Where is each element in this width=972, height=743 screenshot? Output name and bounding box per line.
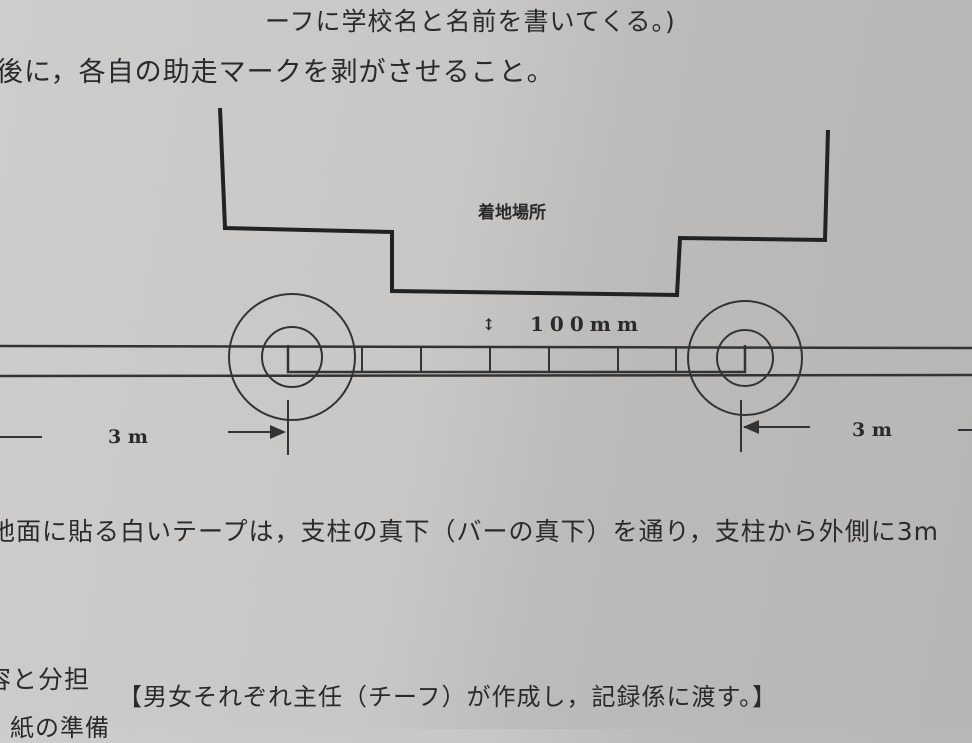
left-post-inner-circle: [261, 326, 323, 388]
right-post-inner-circle: [716, 329, 774, 387]
gap-label: 100mm: [530, 312, 644, 336]
bar-strip: [286, 345, 747, 374]
gap-arrow-icon: ↕: [482, 315, 495, 334]
left-distance-label: 3 m: [108, 426, 148, 448]
text-line-6: 紙の準備: [10, 714, 110, 742]
right-post-outer-circle: [687, 300, 803, 416]
right-arrowhead-icon: [743, 420, 759, 434]
left-post-outer-circle: [228, 293, 356, 421]
text-line-4: 容と分担: [0, 665, 91, 694]
landing-area-label: 着地場所: [477, 202, 546, 223]
text-line-5: 【男女それぞれ主任（チーフ）が作成し，記録係に渡す。】: [118, 683, 778, 711]
tape-line-bottom: [0, 373, 972, 378]
tape-line-top: [0, 344, 972, 350]
text-line-3: 地面に貼る白いテープは，支柱の真下（バーの真下）を通り，支柱から外側に3m: [0, 517, 940, 546]
landing-area-outline: [218, 107, 830, 298]
left-arrowhead-icon: [270, 425, 286, 439]
text-line-1: ーフに学校名と名前を書いてくる。): [265, 7, 676, 36]
right-distance-label: 3 m: [852, 419, 892, 441]
bar-segment-ticks: [361, 346, 677, 372]
text-line-2: 後に，各自の助走マークを剥がさせること。: [0, 57, 555, 88]
